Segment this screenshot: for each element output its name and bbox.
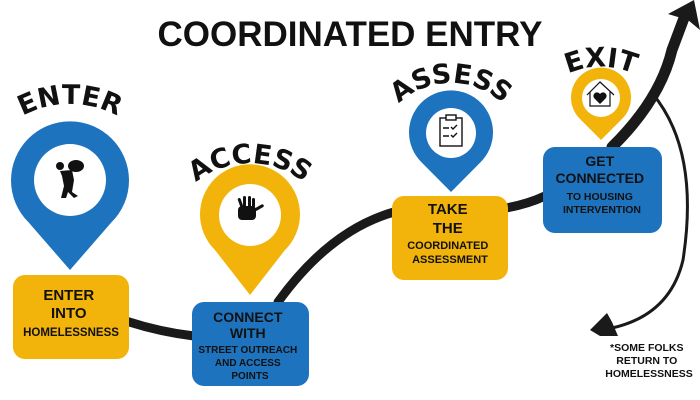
box-line: POINTS	[231, 371, 269, 382]
stage-access: ACCESS CONNECT WITH STREET OUTREACH AND …	[183, 139, 317, 386]
clipboard-checklist-icon	[439, 114, 463, 147]
box-line: ENTER	[43, 287, 94, 304]
box-line: ASSESSMENT	[412, 254, 488, 266]
box-line: HOMELESSNESS	[23, 327, 119, 339]
stage-box-exit	[543, 147, 662, 233]
upward-arrowhead-icon	[668, 0, 700, 30]
return-arrow	[611, 92, 689, 330]
box-line: THE	[433, 220, 463, 237]
stage-enter: ENTER ENTER INTO HOMELESSNESS	[10, 80, 129, 359]
box-line: TAKE	[428, 201, 468, 218]
box-line: TO HOUSING	[567, 191, 633, 203]
svg-text:TAKE THE COORDINAT: TAKE THE COORDINATED ASSESSMENT	[407, 201, 493, 266]
svg-text:CONNECT WITH STREE: CONNECT WITH STREET OUTREACH AND ACCESS …	[198, 309, 301, 382]
stage-box-access	[192, 302, 309, 386]
page-title: COORDINATED ENTRY	[158, 15, 543, 54]
house-heart-icon	[586, 81, 615, 107]
box-line: INTO	[51, 305, 87, 322]
box-line: CONNECT	[213, 309, 283, 325]
stage-box-assess	[392, 196, 508, 280]
stage-label-enter: ENTER	[13, 80, 127, 122]
box-line: WITH	[230, 325, 266, 341]
box-line: STREET OUTREACH	[198, 345, 297, 356]
box-line: CONNECTED	[555, 170, 644, 186]
stage-box-enter	[13, 275, 129, 359]
person-carrying-bag-icon	[56, 160, 84, 198]
box-line: AND ACCESS	[215, 358, 281, 369]
svg-text:ENTER INTO HOMELES: ENTER INTO HOMELESSNESS	[23, 287, 119, 339]
return-note: *SOME FOLKS RETURN TO HOMELESSNESS	[605, 338, 693, 380]
stage-exit: EXIT GET CONNECTED TO HOUSING INTERVENTI…	[543, 42, 662, 233]
stage-assess: ASSESS TAKE THE COORDINATED ASSESSMENT	[384, 58, 518, 280]
svg-text:GET CONNECTED TO H: GET CONNECTED TO HOUSING INTERVENTION	[555, 153, 648, 216]
box-line: GET	[585, 153, 614, 169]
box-line: INTERVENTION	[563, 204, 641, 216]
box-line: COORDINATED	[407, 240, 488, 252]
return-arrowhead-icon	[590, 313, 618, 336]
hand-icon	[237, 196, 264, 220]
